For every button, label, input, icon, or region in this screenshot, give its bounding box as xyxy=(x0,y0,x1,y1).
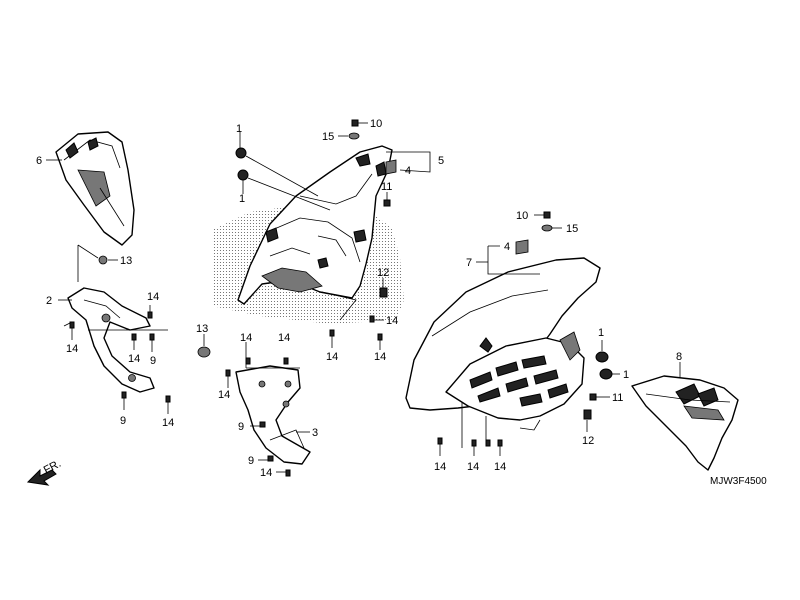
callout-6: 6 xyxy=(36,155,42,167)
clip-12-center xyxy=(379,278,388,298)
clip-12-right xyxy=(583,409,592,432)
diagram-code: MJW3F4500 xyxy=(710,476,767,487)
part-6-side-cover xyxy=(46,131,135,246)
callout-14-e: 14 xyxy=(386,315,398,327)
callout-9-c: 9 xyxy=(238,421,244,433)
callout-14-d: 14 xyxy=(162,417,174,429)
callout-15-right: 15 xyxy=(566,223,578,235)
fasteners-10-15-center xyxy=(338,119,368,140)
callout-12-center: 12 xyxy=(377,267,389,279)
screws-14-right xyxy=(437,402,503,456)
callout-14-m: 14 xyxy=(467,461,479,473)
callout-14-f: 14 xyxy=(326,351,338,363)
part-2-bracket xyxy=(58,244,168,393)
callout-4-center: 4 xyxy=(405,165,411,177)
callout-14-i: 14 xyxy=(278,332,290,344)
direction-label: FR. xyxy=(42,458,63,477)
callout-1-a: 1 xyxy=(236,123,242,135)
callout-15-center: 15 xyxy=(322,131,334,143)
callout-3: 3 xyxy=(312,427,318,439)
callout-14-c: 14 xyxy=(128,353,140,365)
callout-14-h: 14 xyxy=(240,332,252,344)
callout-14-g: 14 xyxy=(374,351,386,363)
screw-13-left xyxy=(98,255,118,265)
callout-11-center: 11 xyxy=(381,181,392,193)
callout-13-left: 13 xyxy=(120,255,132,267)
callout-9-a: 9 xyxy=(150,355,156,367)
callout-4-right: 4 xyxy=(504,241,510,253)
callout-9-d: 9 xyxy=(248,455,254,467)
callout-14-a: 14 xyxy=(147,291,159,303)
callout-1-c: 1 xyxy=(598,327,604,339)
grommet-13-center xyxy=(197,334,211,358)
callout-7: 7 xyxy=(466,257,472,269)
label-4-center xyxy=(385,151,431,175)
callout-10-center: 10 xyxy=(370,118,382,130)
callout-5: 5 xyxy=(438,155,444,167)
grommets-1-right xyxy=(595,340,620,380)
callout-13-center: 13 xyxy=(196,323,208,335)
callout-labels: 6 13 2 14 14 14 9 9 14 1 1 10 15 5 4 11 … xyxy=(36,118,767,487)
callout-14-j: 14 xyxy=(218,389,230,401)
screws-part-3 xyxy=(225,357,291,477)
screw-11-center xyxy=(383,192,391,207)
callout-14-k: 14 xyxy=(260,467,272,479)
part-5-inner-fairing xyxy=(212,145,404,324)
part-8-side-panel xyxy=(631,362,739,471)
callout-12-right: 12 xyxy=(582,435,594,447)
screws-14-center xyxy=(329,315,384,350)
callout-2: 2 xyxy=(46,295,52,307)
callout-11-right: 11 xyxy=(612,392,623,404)
callout-10-right: 10 xyxy=(516,210,528,222)
screw-11-right xyxy=(589,393,610,401)
callout-1-b: 1 xyxy=(239,193,245,205)
label-4-right xyxy=(476,239,540,275)
part-3-bracket xyxy=(235,342,311,465)
callout-1-d: 1 xyxy=(623,369,629,381)
front-direction-arrow xyxy=(26,468,57,486)
grommets-1-center xyxy=(235,132,331,211)
screws-left-group xyxy=(69,305,171,414)
callout-14-n: 14 xyxy=(494,461,506,473)
callout-9-b: 9 xyxy=(120,415,126,427)
callout-8: 8 xyxy=(676,351,682,363)
part-7-front-fairing xyxy=(405,257,601,431)
callout-14-l: 14 xyxy=(434,461,446,473)
fasteners-10-15-right xyxy=(534,211,562,232)
callout-14-b: 14 xyxy=(66,343,78,355)
